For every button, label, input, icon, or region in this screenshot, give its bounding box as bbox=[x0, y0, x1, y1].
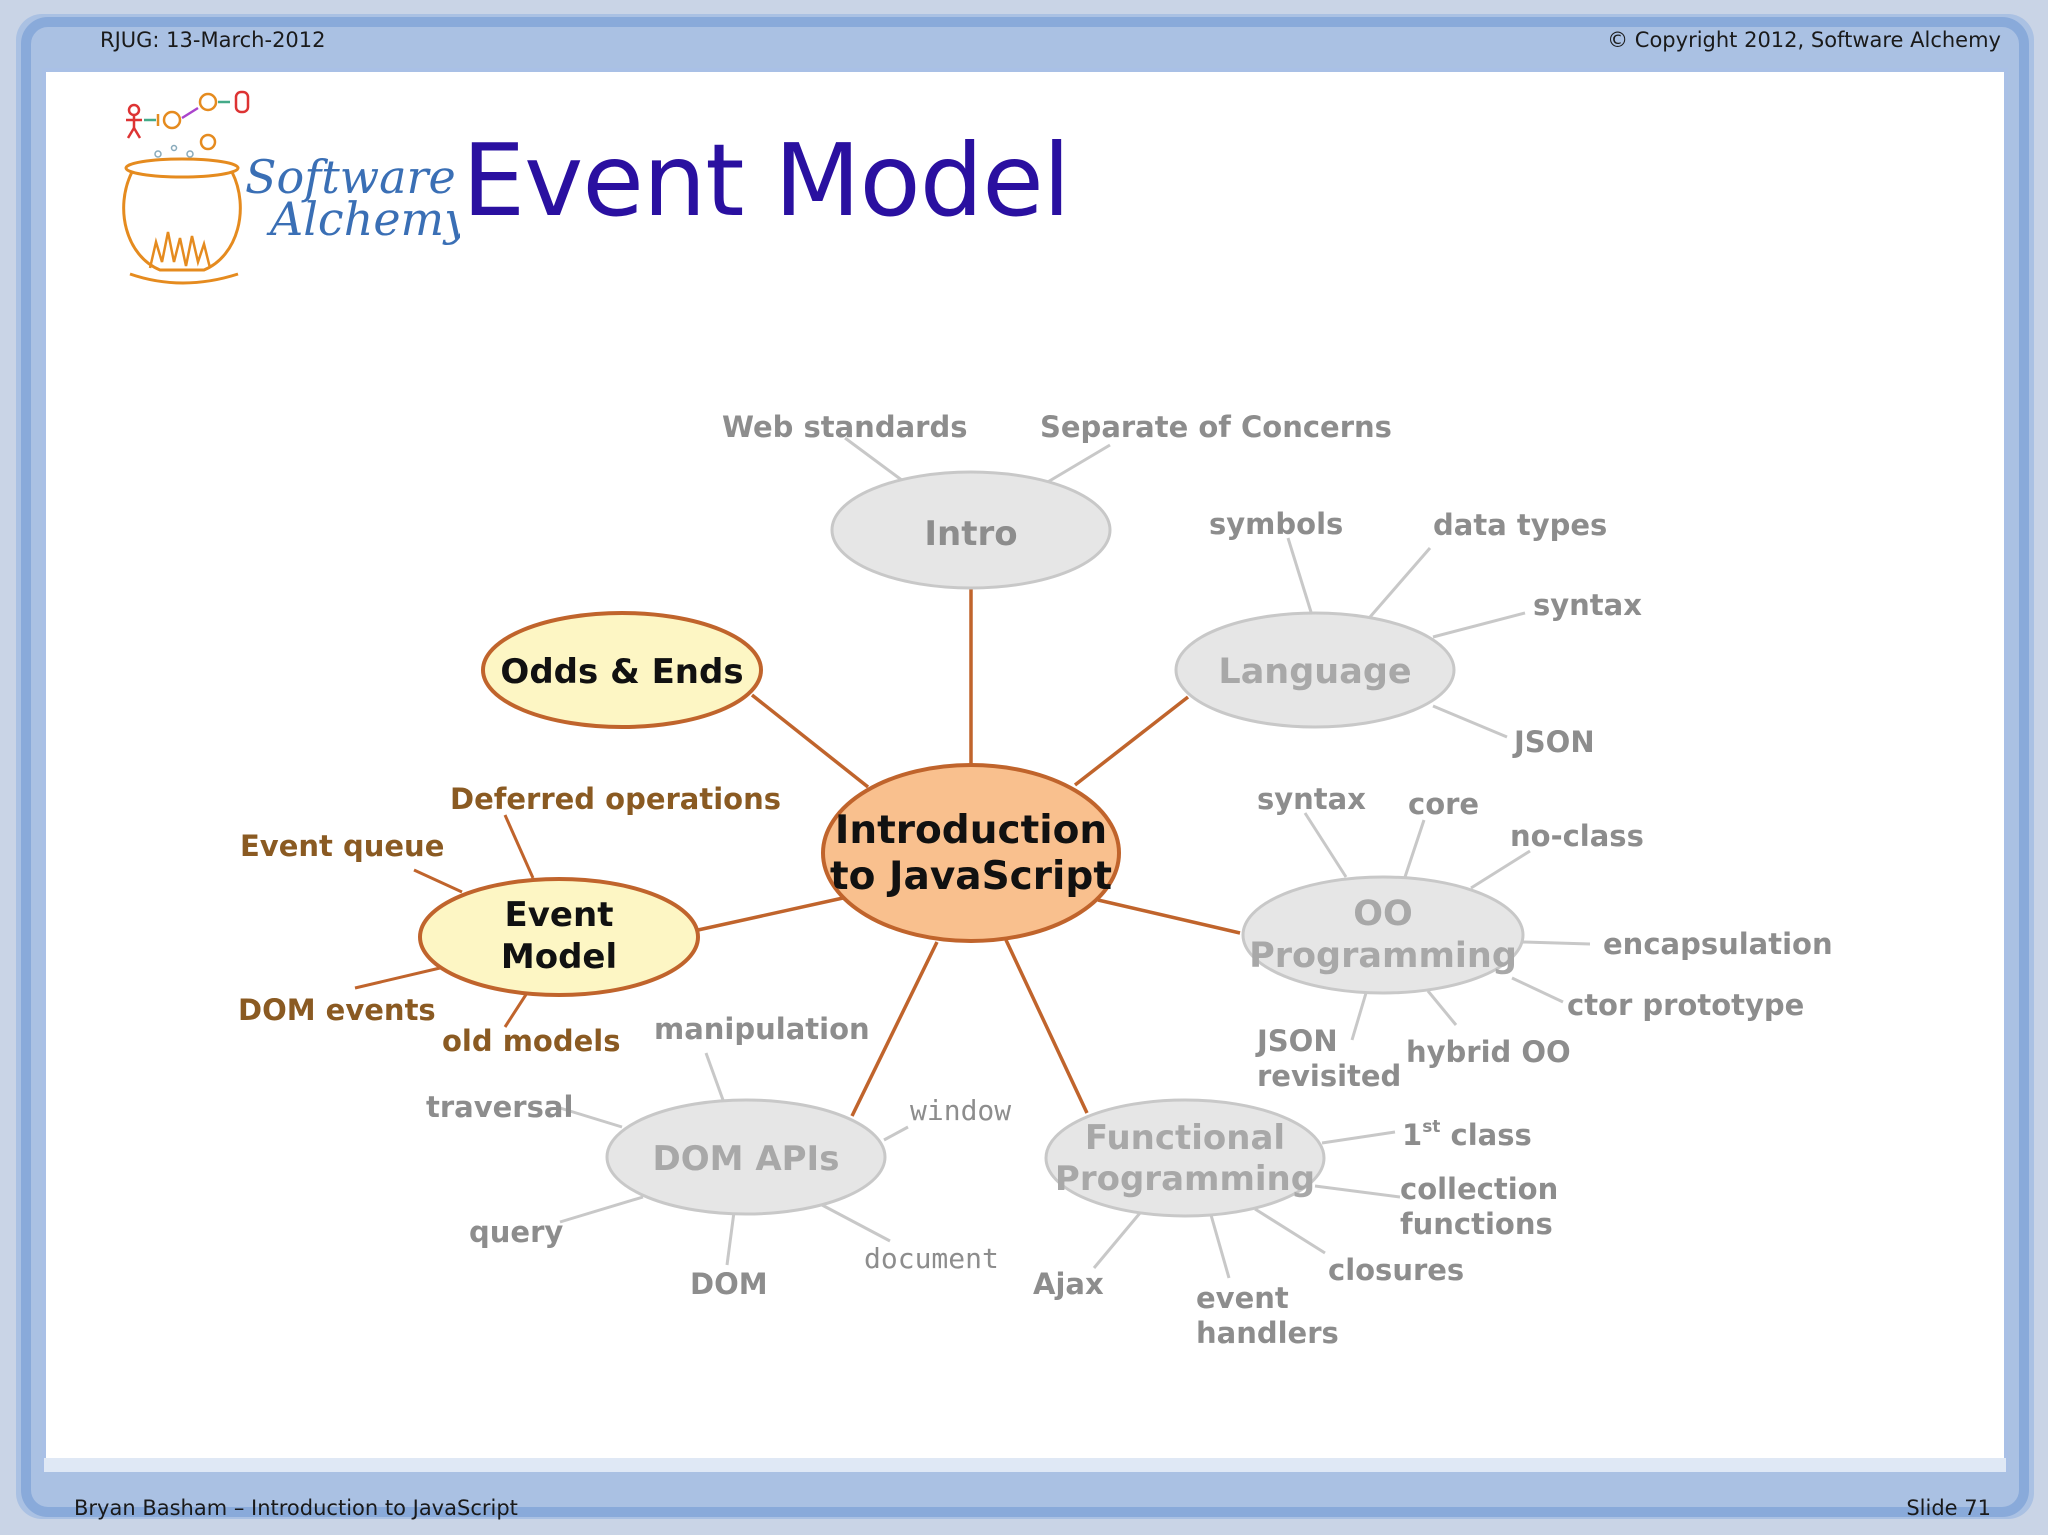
node-dom-label: DOM APIs bbox=[653, 1139, 840, 1179]
logo-text-alchemy: Alchemy bbox=[266, 192, 460, 246]
node-center-line2: to JavaScript bbox=[830, 854, 1112, 899]
connector-functional bbox=[1004, 939, 1089, 1114]
leaf-hybrid-oo: hybrid OO bbox=[1406, 1035, 1571, 1069]
leaf-ctor-prototype: ctor prototype bbox=[1567, 988, 1804, 1022]
leaf-closures: closures bbox=[1328, 1253, 1464, 1287]
event-leaf-connectors bbox=[354, 814, 535, 1028]
node-functional-line2: Programming bbox=[1055, 1159, 1315, 1199]
connector-event bbox=[697, 896, 844, 932]
leaf-separate-concerns: Separate of Concerns bbox=[1040, 410, 1392, 444]
cauldron-icon bbox=[122, 144, 242, 285]
node-functional-programming: Functional Programming bbox=[1044, 1098, 1326, 1218]
connector-odds bbox=[750, 693, 870, 789]
leaf-collection-2: functions bbox=[1400, 1207, 1553, 1241]
software-alchemy-logo: Software Alchemy bbox=[122, 90, 460, 285]
leaf-dom-events: DOM events bbox=[238, 993, 436, 1027]
leaf-query: query bbox=[469, 1215, 563, 1249]
leaf-core: core bbox=[1408, 787, 1479, 821]
node-center: Introduction to JavaScript bbox=[821, 763, 1121, 943]
node-center-line1: Introduction bbox=[835, 808, 1107, 853]
leaf-json: JSON bbox=[1512, 725, 1595, 759]
leaf-web-standards: Web standards bbox=[722, 410, 967, 444]
logo-text-software: Software bbox=[245, 150, 456, 204]
page-title: Event Model bbox=[462, 122, 1071, 239]
node-event-line1: Event bbox=[505, 895, 614, 935]
leaf-encapsulation: encapsulation bbox=[1603, 927, 1833, 961]
leaf-language-syntax: syntax bbox=[1533, 588, 1642, 622]
leaf-first-class: 1st class bbox=[1402, 1117, 1532, 1152]
node-event-line2: Model bbox=[501, 937, 617, 977]
leaf-deferred-operations: Deferred operations bbox=[450, 782, 781, 816]
node-functional-line1: Functional bbox=[1085, 1118, 1285, 1158]
connector-oo bbox=[1097, 898, 1241, 935]
leaf-json-revisited-1: JSON bbox=[1255, 1024, 1338, 1058]
header-copyright: © Copyright 2012, Software Alchemy bbox=[1607, 28, 2001, 52]
event-leaves: Deferred operations Event queue DOM even… bbox=[238, 782, 781, 1058]
node-odds-ends: Odds & Ends bbox=[481, 611, 763, 729]
functional-leaves: 1st class collection functions closures … bbox=[1033, 1117, 1558, 1350]
footer-author: Bryan Basham – Introduction to JavaScrip… bbox=[74, 1496, 518, 1520]
dom-leaves: manipulation window traversal query DOM … bbox=[426, 1012, 1011, 1301]
gray-leaf-connectors bbox=[559, 436, 1591, 1279]
connector-dom bbox=[850, 941, 939, 1117]
leaf-old-models: old models bbox=[442, 1024, 621, 1058]
leaf-no-class: no-class bbox=[1510, 819, 1644, 853]
leaf-oo-syntax: syntax bbox=[1257, 782, 1366, 816]
leaf-window: window bbox=[910, 1094, 1011, 1127]
language-leaves: symbols data types syntax JSON bbox=[1209, 507, 1642, 759]
leaf-event-handlers-2: handlers bbox=[1196, 1316, 1339, 1350]
node-oo-programming: OO Programming bbox=[1241, 875, 1525, 995]
node-language: Language bbox=[1174, 611, 1456, 729]
node-odds-label: Odds & Ends bbox=[500, 652, 743, 692]
leaf-traversal: traversal bbox=[426, 1090, 573, 1124]
leaf-collection-1: collection bbox=[1400, 1172, 1558, 1206]
node-oo-line1: OO bbox=[1353, 894, 1413, 934]
leaf-json-revisited-2: revisited bbox=[1257, 1059, 1401, 1093]
node-intro: Intro bbox=[830, 470, 1112, 590]
header-date: RJUG: 13-March-2012 bbox=[100, 28, 326, 52]
leaf-event-queue: Event queue bbox=[240, 829, 444, 863]
connector-language bbox=[1073, 695, 1190, 787]
leaf-manipulation: manipulation bbox=[654, 1012, 870, 1046]
leaf-document: document bbox=[864, 1242, 999, 1275]
footer-slide-number: Slide 71 bbox=[1906, 1496, 1991, 1520]
intro-leaves: Web standards Separate of Concerns bbox=[722, 410, 1392, 444]
logo-icons bbox=[126, 90, 250, 151]
node-oo-line2: Programming bbox=[1249, 936, 1517, 976]
leaf-ajax: Ajax bbox=[1033, 1267, 1104, 1301]
oo-leaves: syntax core no-class encapsulation ctor … bbox=[1255, 782, 1833, 1093]
leaf-event-handlers-1: event bbox=[1196, 1281, 1289, 1315]
main-connectors bbox=[697, 588, 1241, 1117]
leaf-data-types: data types bbox=[1433, 508, 1607, 542]
node-intro-label: Intro bbox=[924, 514, 1017, 554]
leaf-symbols: symbols bbox=[1209, 507, 1343, 541]
node-dom-apis: DOM APIs bbox=[605, 1098, 887, 1216]
node-language-label: Language bbox=[1218, 652, 1411, 692]
leaf-dom: DOM bbox=[690, 1267, 768, 1301]
node-event-model: Event Model bbox=[418, 877, 700, 997]
